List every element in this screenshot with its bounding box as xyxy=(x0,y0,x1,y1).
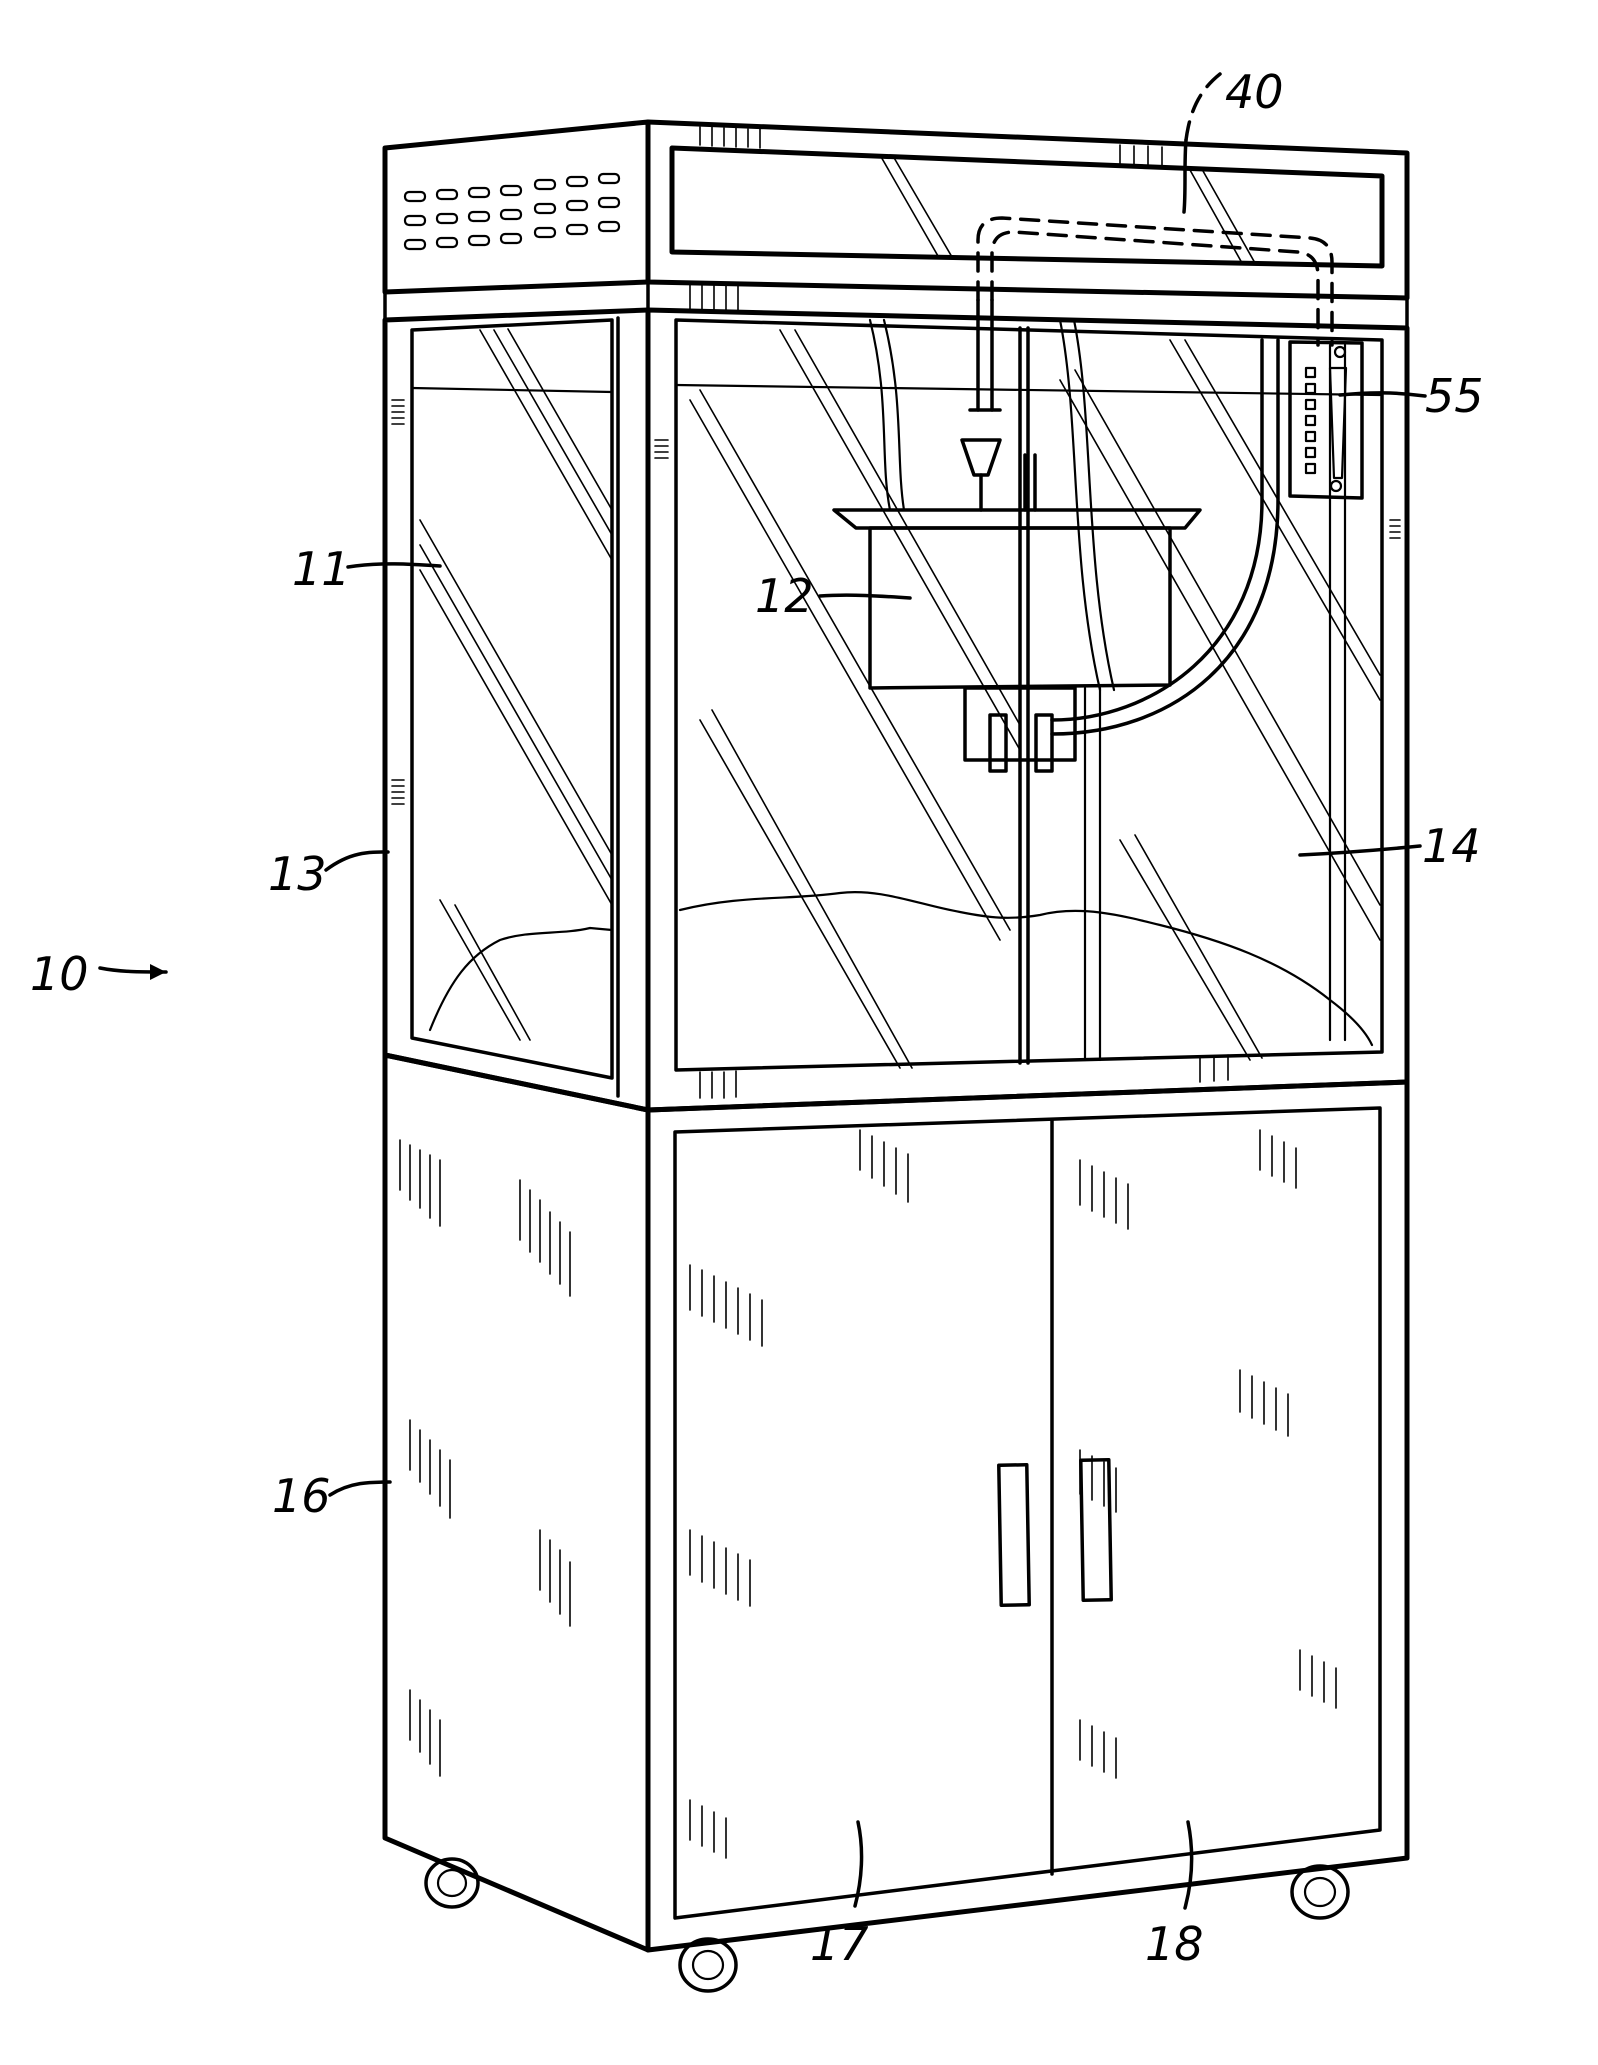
caster-front-right xyxy=(1292,1866,1348,1918)
reference-numerals: 10 11 12 13 14 16 17 18 40 55 xyxy=(30,65,1484,1971)
arrowhead-10 xyxy=(150,964,166,980)
header-front-panel xyxy=(648,122,1407,298)
control-panel-55 xyxy=(1290,342,1362,498)
leader-18 xyxy=(1185,1822,1192,1908)
label-14: 14 xyxy=(1422,819,1481,873)
label-12: 12 xyxy=(755,569,814,623)
popcorn-side xyxy=(430,928,612,1030)
label-40: 40 xyxy=(1225,65,1284,119)
caster-front-left xyxy=(680,1939,736,1991)
casters xyxy=(426,1859,1348,1991)
vent-grille xyxy=(405,174,619,249)
popcorn-front xyxy=(680,892,1372,1045)
label-13: 13 xyxy=(268,847,327,901)
cabinet-base-side xyxy=(385,1838,648,1950)
leader-13 xyxy=(326,852,388,870)
leader-14 xyxy=(1300,846,1420,855)
side-window-11 xyxy=(412,320,612,1078)
leader-12 xyxy=(820,595,910,598)
leader-16 xyxy=(330,1482,390,1495)
leader-lines xyxy=(100,74,1425,1908)
leader-11 xyxy=(348,564,440,567)
label-16: 16 xyxy=(272,1469,331,1523)
leader-40 xyxy=(1186,74,1220,140)
label-10: 10 xyxy=(30,947,89,1001)
display-case xyxy=(385,218,1407,1110)
cabinet-side-panel-16 xyxy=(385,1055,648,1950)
door-handle-left xyxy=(999,1465,1029,1605)
header-window xyxy=(672,148,1382,266)
side-window-frame xyxy=(385,310,648,1110)
top-header xyxy=(385,122,1407,328)
side-frame-shading xyxy=(392,400,1400,1098)
label-18: 18 xyxy=(1145,1917,1204,1971)
lower-cabinet xyxy=(385,1055,1407,1950)
label-11: 11 xyxy=(292,542,351,596)
label-55: 55 xyxy=(1425,369,1484,423)
cabinet-shading xyxy=(400,1130,1336,1858)
door-handle-right xyxy=(1081,1460,1111,1600)
leader-40-tail xyxy=(1184,140,1186,212)
label-17: 17 xyxy=(810,1917,869,1971)
